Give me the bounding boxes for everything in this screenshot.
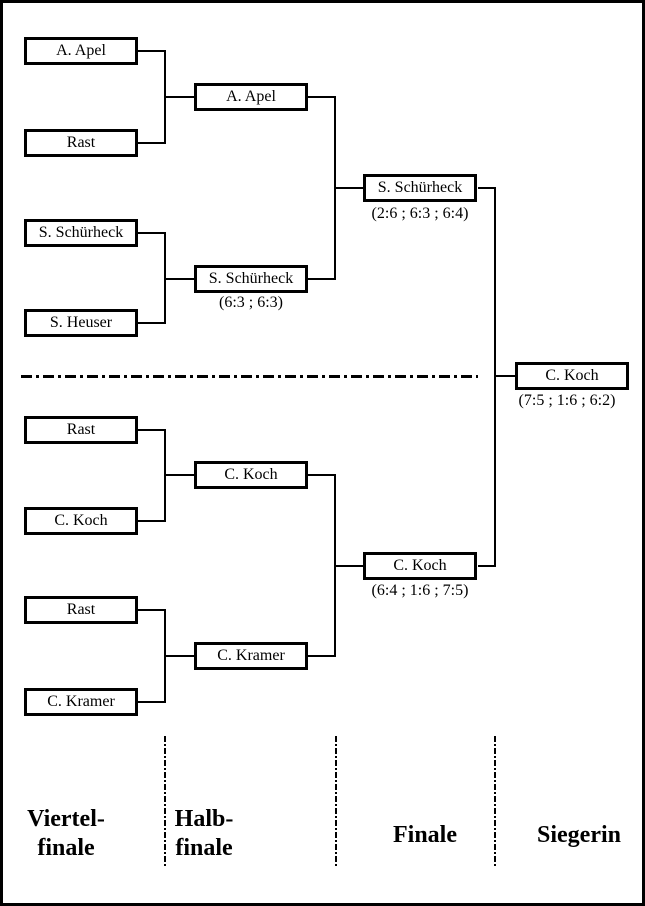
player-name: S. Schürheck: [208, 270, 294, 287]
connector-line: [478, 565, 496, 567]
round-label-winner: Siegerin: [515, 821, 642, 850]
connector-line: [138, 142, 166, 144]
connector-line: [308, 278, 336, 280]
qf2-player1-box: S. Schürheck: [24, 219, 138, 247]
connector-line: [164, 474, 194, 476]
sf3-winner-box: C. Koch: [194, 461, 308, 489]
connector-line: [164, 278, 194, 280]
player-name: C. Kramer: [47, 693, 115, 710]
qf1-player1-box: A. Apel: [24, 37, 138, 65]
player-name: S. Schürheck: [377, 179, 463, 196]
qf4-player1-box: Rast: [24, 596, 138, 624]
round-label-line: Finale: [393, 822, 457, 848]
champion-score: (7:5 ; 1:6 ; 6:2): [518, 392, 616, 409]
player-name: C. Kramer: [217, 647, 285, 664]
connector-line: [308, 655, 336, 657]
connector-line: [138, 50, 166, 52]
connector-line: [494, 375, 515, 377]
sf4-winner-box: C. Kramer: [194, 642, 308, 670]
column-separator-line: [335, 736, 337, 867]
qf3-player2-box: C. Koch: [24, 507, 138, 535]
player-name: C. Koch: [545, 367, 599, 384]
champion-box: C. Koch: [515, 362, 629, 390]
round-label-line: Halb-: [174, 806, 234, 832]
connector-line: [334, 187, 363, 189]
player-name: S. Heuser: [49, 314, 113, 331]
player-name: Rast: [66, 134, 96, 151]
connector-line: [138, 429, 166, 431]
connector-line: [138, 322, 166, 324]
round-label-quarterfinal: Viertel- finale: [11, 805, 121, 863]
connector-line: [308, 474, 336, 476]
round-label-line: Siegerin: [537, 822, 621, 848]
column-separator-line: [494, 736, 496, 867]
connector-line: [138, 520, 166, 522]
connector-line: [494, 187, 496, 567]
player-name: C. Koch: [393, 557, 447, 574]
round-label-final: Finale: [361, 821, 489, 850]
player-name: A. Apel: [226, 88, 276, 105]
qf1-player2-box: Rast: [24, 129, 138, 157]
qf4-player2-box: C. Kramer: [24, 688, 138, 716]
connector-line: [164, 96, 194, 98]
player-name: S. Schürheck: [38, 224, 124, 241]
round-label-line: finale: [175, 835, 233, 861]
final-top-winner-box: S. Schürheck: [363, 174, 477, 202]
sf1-winner-box: A. Apel: [194, 83, 308, 111]
connector-line: [138, 609, 166, 611]
connector-line: [308, 96, 336, 98]
qf3-player1-box: Rast: [24, 416, 138, 444]
final-bottom-score: (6:4 ; 1:6 ; 7:5): [371, 582, 469, 599]
divider-dash-dot-line: [21, 375, 478, 378]
round-label-semifinal: Halb- finale: [149, 805, 259, 863]
connector-line: [138, 701, 166, 703]
connector-line: [478, 187, 496, 189]
connector-line: [334, 565, 363, 567]
player-name: Rast: [66, 421, 96, 438]
player-name: C. Koch: [224, 466, 278, 483]
sf2-winner-box: S. Schürheck: [194, 265, 308, 293]
player-name: C. Koch: [54, 512, 108, 529]
round-label-line: Viertel-: [27, 806, 105, 832]
column-separator-line: [164, 736, 166, 867]
round-label-line: finale: [37, 835, 95, 861]
qf2-player2-box: S. Heuser: [24, 309, 138, 337]
connector-line: [164, 655, 194, 657]
connector-line: [138, 232, 166, 234]
player-name: A. Apel: [56, 42, 106, 59]
final-top-score: (2:6 ; 6:3 ; 6:4): [371, 205, 469, 222]
final-bottom-winner-box: C. Koch: [363, 552, 477, 580]
player-name: Rast: [66, 601, 96, 618]
sf2-score: (6:3 ; 6:3): [219, 294, 283, 311]
